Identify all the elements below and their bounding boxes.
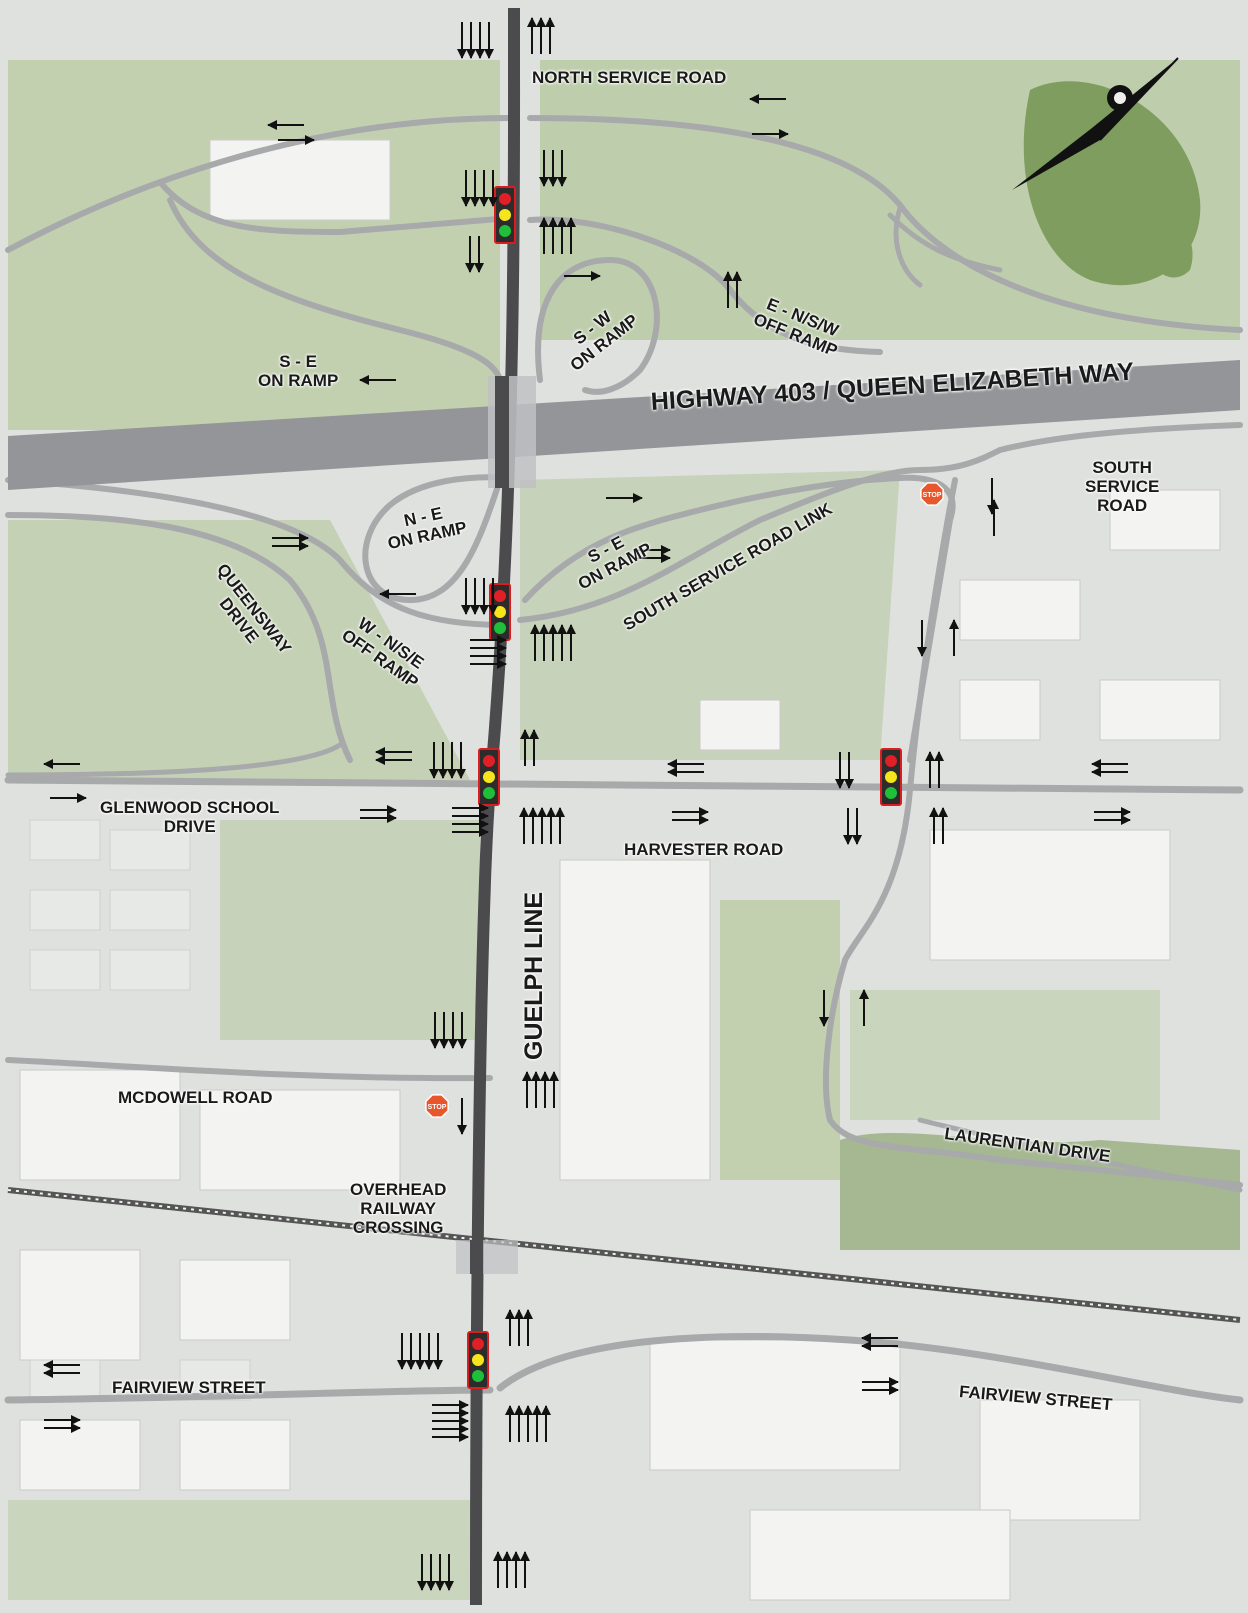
lane-arrow-icon [505,1405,551,1442]
lane-arrow-icon [539,217,576,254]
lane-arrow-icon [672,807,709,825]
lane-arrow-icon [417,1554,454,1591]
lane-arrow-icon [43,1360,80,1378]
lane-arrow-icon [430,1012,467,1049]
stop-sign-text: STOP [923,492,942,499]
lane-arrow-icon [530,624,576,661]
lane-arrow-icon [634,545,671,563]
lane-arrow-icon [272,533,309,551]
label-mcdowell-road: MCDOWELL ROAD [118,1088,273,1107]
label-guelph-line: GUELPH LINE [520,891,548,1060]
label-overhead-railway-crossing: OVERHEAD RAILWAY CROSSING [350,1180,447,1238]
lane-arrows [43,17,1131,1591]
label-glenwood-school-drive: GLENWOOD SCHOOL DRIVE [100,798,280,837]
traffic-signal-icon [478,748,500,806]
lane-arrow-icon [432,1400,469,1442]
stop-signs: STOP STOP [425,482,944,1118]
lane-arrow-icon [1094,807,1131,825]
lane-arrow-icon [470,635,507,669]
lane-arrow-icon [461,578,498,615]
stop-sign-icon: STOP [425,1094,449,1118]
lane-arrow-icon [861,1333,898,1351]
lane-arrow-icon [493,1551,530,1588]
lane-arrow-icon [44,1415,81,1433]
lane-arrow-icon [925,751,944,788]
label-north-service-road: NORTH SERVICE ROAD [532,68,727,87]
lane-arrow-icon [527,17,555,54]
stop-sign-icon: STOP [920,482,944,506]
lane-arrow-icon [723,271,742,308]
lane-arrow-icon [667,759,704,777]
lane-arrow-icon [397,1333,443,1370]
lane-arrow-icon [519,807,565,844]
lane-arrow-icon [505,1309,533,1346]
lane-arrow-icon [360,805,397,823]
label-harvester-road: HARVESTER ROAD [624,840,784,859]
road-network [4,115,1244,1404]
stop-sign-text: STOP [428,1104,447,1111]
lane-arrow-icon [375,747,412,765]
lane-arrow-icon [465,236,484,273]
label-se-on-ramp-north: S - E ON RAMP [258,352,339,391]
lane-arrow-icon [522,1071,559,1108]
traffic-signal-icon [467,1331,489,1389]
lane-arrow-icon [1091,759,1128,777]
lane-arrow-icon [457,22,494,59]
lane-arrow-icon [461,170,498,207]
guelph-line-road [456,8,536,1605]
lane-arrow-icon [843,808,862,845]
lane-arrow-icon [452,803,489,837]
lane-arrow-icon [539,150,567,187]
traffic-signals [467,186,902,1389]
label-south-service-road: SOUTH SERVICE ROAD [1085,458,1160,516]
north-arrow-icon [1012,57,1179,190]
railway-track-icon [7,1187,1241,1323]
lane-arrow-icon [929,807,948,844]
lane-arrow-icon [862,1377,899,1395]
traffic-signal-icon [880,748,902,806]
highway-403 [8,360,1240,490]
lane-arrow-icon [835,752,854,789]
lane-arrow-icon [520,729,539,766]
traffic-signal-icon [494,186,516,244]
label-fairview-street-west: FAIRVIEW STREET [112,1378,266,1397]
lane-arrow-icon [429,742,466,779]
